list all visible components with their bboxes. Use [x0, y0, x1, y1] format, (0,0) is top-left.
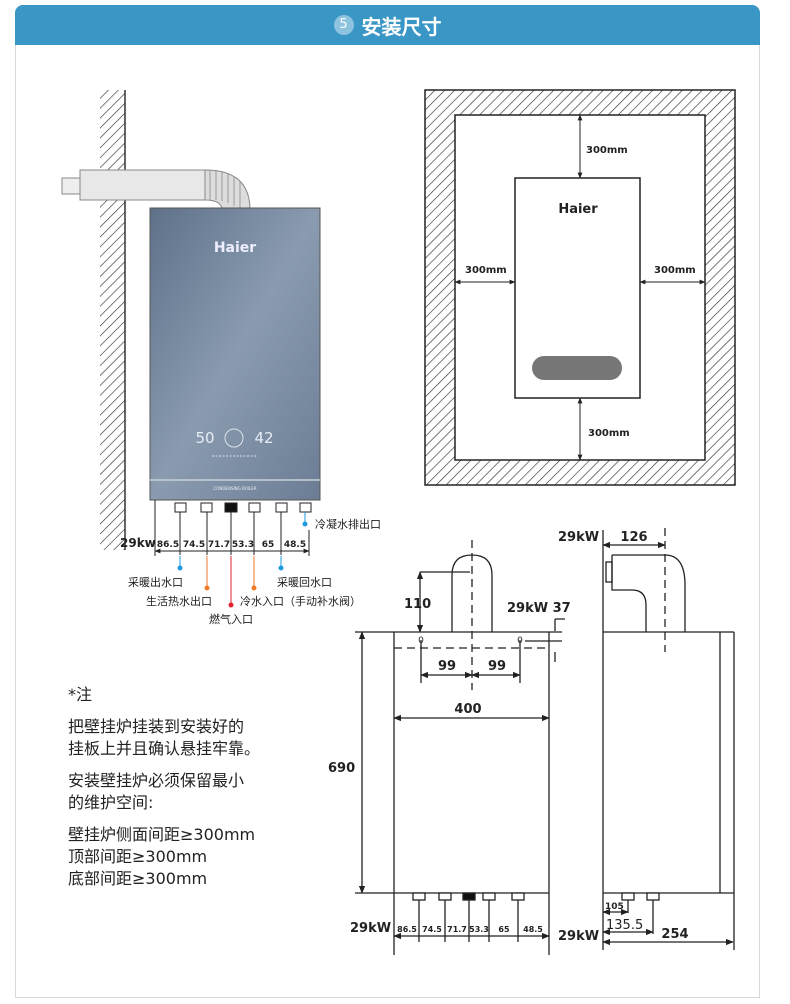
label-cold-in: 冷水入口（手动补水阀）: [240, 594, 361, 608]
label-condensate: 冷凝水排出口: [315, 517, 381, 531]
section-header: 5 安装尺寸: [15, 5, 760, 45]
front-view-labels: 110 29kW 37 0 0 99 99 400 690 29kW 86.5 …: [328, 597, 571, 936]
front-dimension-view: [355, 540, 565, 955]
heating-return-dot: [278, 565, 284, 571]
label-gas-in: 燃气入口: [209, 612, 253, 626]
dim-label: 86.5: [157, 540, 179, 550]
half-width-label: 99: [488, 659, 506, 674]
connection-legend: 冷凝水排出口 采暖出水口 生活热水出口 燃气入口 冷水入口（手动补水阀） 采暖回…: [128, 512, 381, 626]
section-title: 安装尺寸: [361, 14, 442, 39]
note-line: 壁挂炉侧面间距≥300mm: [68, 825, 256, 844]
flue-offset-label: 126: [620, 530, 647, 545]
brand-logo: Haier: [558, 202, 598, 217]
installation-notes: *注 把壁挂炉挂装到安装好的 挂板上并且确认悬挂牢靠。 安装壁挂炉必须保留最小 …: [68, 684, 260, 890]
dim-label: 74.5: [422, 925, 442, 934]
side-dimension-view: [602, 528, 735, 950]
heating-out-dot: [177, 565, 183, 571]
brand-logo: Haier: [214, 240, 256, 256]
left-clearance: 300mm: [465, 265, 507, 276]
note-line: 底部间距≥300mm: [68, 869, 208, 888]
dim-label: 71.7: [208, 540, 230, 550]
left-boiler-view: Haier 50 42 CONDENSING BOILER 29kw 86.5 …: [61, 90, 381, 626]
flue-pipe: [61, 169, 251, 211]
side-view-labels: 29kW 126 105 135.5 29kW 254: [558, 530, 689, 944]
display-window: [532, 356, 622, 380]
dim-135-5: 135.5: [606, 918, 643, 933]
display-right-temp: 42: [254, 429, 273, 447]
gas-dot: [228, 602, 234, 608]
left-model-label: 29kw: [120, 536, 156, 550]
dim-label: 48.5: [523, 925, 543, 934]
panel-label: CONDENSING BOILER: [213, 486, 256, 491]
height-label: 690: [328, 761, 355, 776]
note-line: 顶部间距≥300mm: [68, 847, 208, 866]
pipe-fittings: [154, 500, 312, 556]
dim-105: 105: [605, 902, 624, 912]
clearance-view: Haier 300mm 300mm 300mm 300mm: [424, 89, 736, 486]
condensate-dot: [302, 521, 308, 527]
zero-mark: 0: [418, 636, 424, 646]
front-model-label: 29kW: [350, 921, 391, 936]
dim-label: 53.3: [232, 540, 254, 550]
note-line: 的维护空间:: [68, 793, 154, 812]
label-hot-water-out: 生活热水出口: [146, 594, 212, 608]
width-label: 400: [454, 702, 481, 717]
display-left-temp: 50: [195, 429, 214, 447]
dim-label: 86.5: [397, 925, 417, 934]
step-number-badge: 5: [333, 15, 354, 35]
hot-water-dot: [204, 585, 210, 591]
label-heating-return: 采暖回水口: [277, 576, 332, 589]
side-model-bottom: 29kW: [558, 929, 599, 944]
side-model-top: 29kW: [558, 530, 599, 545]
boiler-front-panel: [149, 207, 321, 501]
notes-title: *注: [68, 685, 93, 704]
note-line: 把壁挂炉挂装到安装好的: [68, 717, 245, 736]
bottom-clearance: 300mm: [588, 428, 630, 439]
dim-label: 48.5: [284, 540, 306, 550]
label-heating-out: 采暖出水口: [128, 575, 183, 589]
side-offset-label: 29kW 37: [507, 601, 571, 616]
zero-mark: 0: [517, 636, 523, 646]
left-dimension-row: 86.5 74.5 71.7 53.3 65 48.5: [154, 540, 310, 554]
dim-label: 74.5: [183, 540, 205, 550]
side-flue-outline: [611, 554, 686, 632]
display-center-icon: [224, 428, 244, 448]
cold-water-dot: [251, 585, 257, 591]
flue-height-label: 110: [404, 597, 431, 612]
note-line: 挂板上并且确认悬挂牢靠。: [68, 739, 261, 758]
wall-hatch: [100, 90, 125, 550]
top-clearance: 300mm: [586, 145, 628, 156]
dim-label: 65: [498, 925, 510, 934]
dim-label: 65: [262, 540, 275, 550]
right-clearance: 300mm: [654, 265, 696, 276]
note-line: 安装壁挂炉必须保留最小: [68, 771, 245, 790]
depth-label: 254: [661, 927, 688, 942]
dim-label: 71.7: [447, 925, 467, 934]
half-width-label: 99: [438, 659, 456, 674]
dim-label: 53.3: [469, 925, 489, 934]
